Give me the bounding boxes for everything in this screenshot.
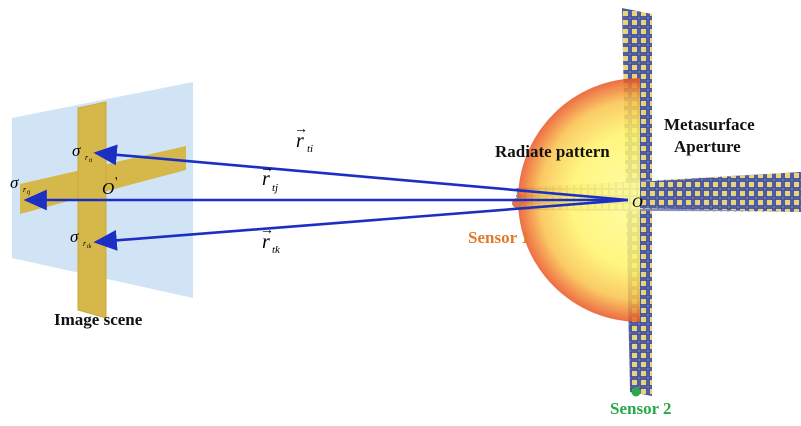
svg-text:r: r [262, 231, 270, 253]
svg-text:tk: tk [87, 244, 92, 250]
svg-text:ti: ti [307, 143, 313, 155]
origin-label: O [632, 195, 643, 211]
svg-text:tj: tj [27, 190, 31, 196]
arrow-r-tk [93, 198, 629, 251]
origin-prime-label: O [102, 179, 114, 198]
svg-text:σ: σ [70, 227, 79, 246]
svg-text:r: r [262, 168, 270, 190]
sensor1-label: Sensor 1 [468, 228, 530, 247]
svg-text:ti: ti [89, 158, 93, 164]
svg-text:→: → [294, 122, 308, 137]
svg-text:r: r [85, 153, 89, 162]
vector-label-r-tk: r tk → [260, 223, 281, 256]
vector-label-r-tj: r tj → [260, 161, 278, 194]
sigma-label-k: σ r tk [70, 227, 92, 250]
svg-text:σ: σ [72, 141, 81, 160]
aperture-label: Aperture [674, 137, 741, 156]
svg-text:r: r [83, 239, 87, 248]
svg-text:→: → [260, 223, 274, 238]
sigma-label-j: σ r tj [10, 173, 31, 196]
sensor2-label: Sensor 2 [610, 399, 672, 418]
arrow-r-ti [93, 144, 629, 202]
metasurface-label: Metasurface [664, 115, 755, 134]
svg-text:tk: tk [272, 244, 281, 256]
svg-text:tj: tj [272, 182, 278, 194]
svg-text:→: → [260, 161, 274, 176]
svg-text:r: r [296, 130, 304, 152]
radiate-pattern-label: Radiate pattern [495, 142, 610, 161]
origin-prime-mark: ' [115, 175, 118, 190]
sigma-label-i: σ r ti [72, 141, 93, 164]
image-scene-label: Image scene [54, 310, 143, 329]
svg-text:r: r [23, 185, 27, 194]
sensor2-marker [631, 387, 641, 397]
vector-label-r-ti: r ti → [294, 122, 313, 155]
svg-text:σ: σ [10, 173, 19, 192]
